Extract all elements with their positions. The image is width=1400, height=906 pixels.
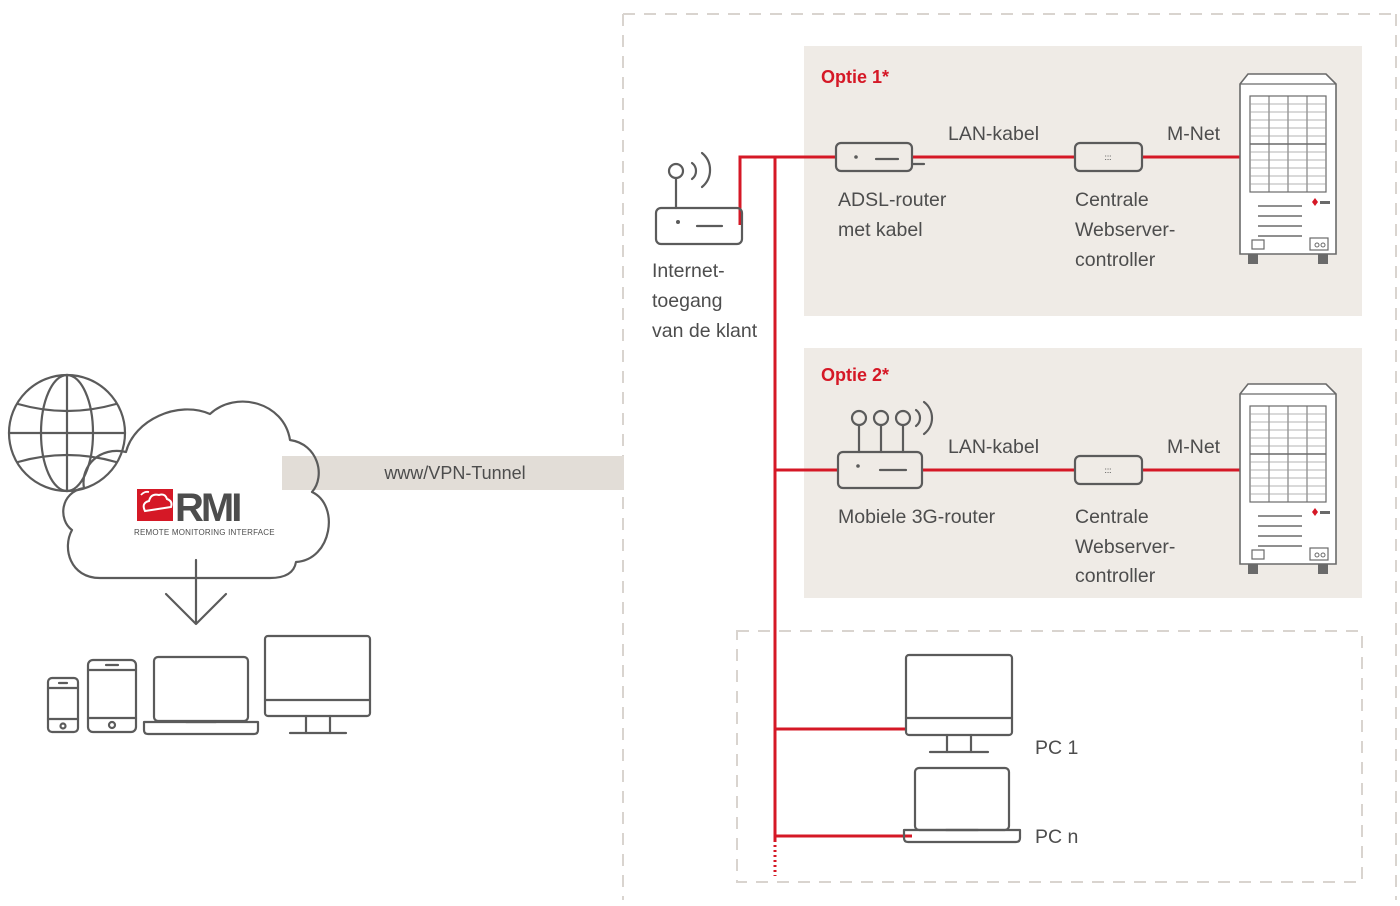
internet-label-line1: Internet-: [652, 260, 725, 282]
svg-text:∶∶∶: ∶∶∶: [1104, 153, 1111, 163]
laptop-icon: [902, 766, 1022, 844]
laptop-icon: [142, 655, 260, 736]
option1-router-label-line2: met kabel: [838, 219, 923, 241]
internet-label-line2: toegang: [652, 290, 723, 312]
smartphone-icon: [46, 676, 80, 734]
option2-router-label: Mobiele 3G-router: [838, 506, 996, 528]
controller-icon: ∶∶∶: [1073, 454, 1144, 486]
svg-text:∶∶∶: ∶∶∶: [1104, 466, 1111, 476]
option1-controller-label-line3: controller: [1075, 249, 1156, 271]
option1-controller-label-line2: Webserver-: [1075, 219, 1175, 241]
download-arrow-icon: [164, 558, 228, 626]
desktop-monitor-icon: [263, 634, 372, 735]
option1-mnet-label: M-Net: [1167, 123, 1221, 145]
option2-mnet-label: M-Net: [1167, 436, 1221, 458]
adsl-router-icon: [834, 141, 926, 173]
tablet-icon: [86, 658, 138, 734]
option2-controller-label-line1: Centrale: [1075, 506, 1149, 528]
cloud-icon: [62, 400, 330, 580]
pc1-label: PC 1: [1035, 737, 1078, 759]
internet-label-line3: van de klant: [652, 320, 758, 342]
3g-router-icon: [836, 400, 934, 490]
rmi-logo: RMI REMOTE MONITORING INTERFACE: [134, 486, 275, 537]
vpn-tunnel: www/VPN-Tunnel: [282, 456, 624, 490]
network-cabling: [738, 155, 1240, 876]
wifi-router-icon: [654, 151, 744, 246]
option2-controller-label-line2: Webserver-: [1075, 536, 1175, 558]
rmi-logo-text: RMI: [175, 486, 240, 530]
tunnel-label: www/VPN-Tunnel: [383, 463, 525, 483]
option2-title: Optie 2*: [821, 365, 889, 385]
controller-icon: ∶∶∶: [1073, 141, 1144, 173]
option1-controller-label-line1: Centrale: [1075, 189, 1149, 211]
globe-icon: [7, 373, 127, 493]
desktop-monitor-icon: [904, 653, 1014, 754]
option1-lan-label: LAN-kabel: [948, 123, 1039, 145]
option2-lan-label: LAN-kabel: [948, 436, 1039, 458]
outdoor-unit-icon: [1239, 73, 1337, 264]
option1-router-label-line1: ADSL-router: [838, 189, 947, 211]
option1-title: Optie 1*: [821, 67, 889, 87]
option2-controller-label-line3: controller: [1075, 565, 1156, 587]
rmi-logo-subtitle: REMOTE MONITORING INTERFACE: [134, 528, 275, 537]
pc-group-boundary: [736, 630, 1363, 883]
pcn-label: PC n: [1035, 826, 1078, 848]
outdoor-unit-icon: [1239, 383, 1337, 574]
